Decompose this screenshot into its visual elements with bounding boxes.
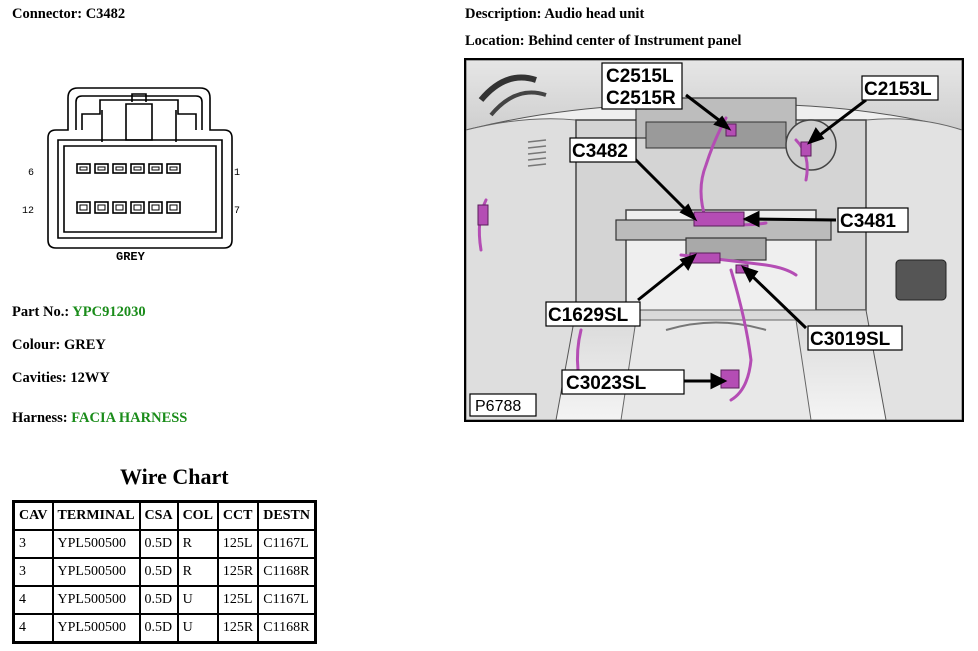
callout-c1629sl: C1629SL (548, 305, 629, 326)
cell-col: U (176, 613, 219, 644)
column-header: CSA (138, 500, 179, 531)
part-number-value: YPC912030 (72, 304, 146, 320)
cell-col: R (176, 557, 219, 587)
part-number-label: Part No.: (12, 304, 70, 320)
connector-face-diagram: 6 1 12 7 GREY (22, 87, 240, 264)
cell-csa: 0.5D (138, 613, 179, 644)
pin-label-1: 1 (234, 168, 240, 179)
cell-terminal: YPL500500 (51, 557, 141, 587)
cell-cav: 4 (12, 613, 54, 644)
cell-destn: C1168R (257, 557, 317, 587)
cell-cct: 125L (216, 529, 260, 559)
table-row: 4 YPL500500 0.5D U 125L C1167L (12, 585, 317, 615)
callout-c2153l: C2153L (864, 79, 932, 100)
cell-terminal: YPL500500 (51, 585, 141, 615)
wire-chart-header-row: CAV TERMINAL CSA COL CCT DESTN (12, 500, 317, 531)
cell-cct: 125L (216, 585, 260, 615)
column-header: DESTN (257, 500, 317, 531)
harness-value: FACIA HARNESS (71, 410, 188, 426)
column-header: COL (176, 500, 219, 531)
cell-destn: C1167L (257, 529, 317, 559)
wire-chart-table: CAV TERMINAL CSA COL CCT DESTN 3 YPL5005… (12, 500, 317, 644)
cell-destn: C1168R (257, 613, 317, 644)
cell-cct: 125R (216, 613, 260, 644)
table-row: 3 YPL500500 0.5D R 125R C1168R (12, 557, 317, 587)
table-row: 4 YPL500500 0.5D U 125R C1168R (12, 613, 317, 644)
column-header: CCT (216, 500, 260, 531)
connector-colour-caption: GREY (116, 250, 146, 264)
colour-label: Colour: GREY (12, 337, 106, 353)
pin-label-12: 12 (22, 206, 34, 217)
harness-label: Harness: (12, 410, 68, 426)
callout-c2515r: C2515R (606, 88, 676, 109)
cell-col: U (176, 585, 219, 615)
cell-cav: 3 (12, 529, 54, 559)
figure-id-label: P6788 (475, 398, 521, 415)
column-header: TERMINAL (51, 500, 141, 531)
connector-label: Connector: C3482 (12, 6, 126, 22)
description-label: Description: Audio head unit (465, 6, 645, 22)
location-photo: C2515L C2515R C2153L C3482 C3481 C1629SL… (464, 58, 964, 422)
callout-c3481: C3481 (840, 211, 896, 232)
pin-label-6: 6 (28, 168, 34, 179)
callout-c3482: C3482 (572, 141, 628, 162)
part-number-row: Part No.: YPC912030 (12, 304, 146, 321)
cell-col: R (176, 529, 219, 559)
cell-csa: 0.5D (138, 585, 179, 615)
cell-cav: 3 (12, 557, 54, 587)
cell-cct: 125R (216, 557, 260, 587)
cell-terminal: YPL500500 (51, 613, 141, 644)
cell-csa: 0.5D (138, 557, 179, 587)
callout-c2515l: C2515L (606, 66, 674, 87)
location-photo-illustration: C2515L C2515R C2153L C3482 C3481 C1629SL… (466, 60, 962, 420)
cavities-label: Cavities: 12WY (12, 370, 110, 386)
cell-csa: 0.5D (138, 529, 179, 559)
column-header: CAV (12, 500, 54, 531)
harness-row: Harness: FACIA HARNESS (12, 410, 187, 427)
cell-cav: 4 (12, 585, 54, 615)
wire-chart-title: Wire Chart (120, 464, 229, 489)
location-label: Location: Behind center of Instrument pa… (465, 33, 742, 49)
table-row: 3 YPL500500 0.5D R 125L C1167L (12, 529, 317, 559)
cell-destn: C1167L (257, 585, 317, 615)
cell-terminal: YPL500500 (51, 529, 141, 559)
pin-label-7: 7 (234, 206, 240, 217)
callout-c3023sl: C3023SL (566, 373, 647, 394)
callout-c3019sl: C3019SL (810, 329, 891, 350)
